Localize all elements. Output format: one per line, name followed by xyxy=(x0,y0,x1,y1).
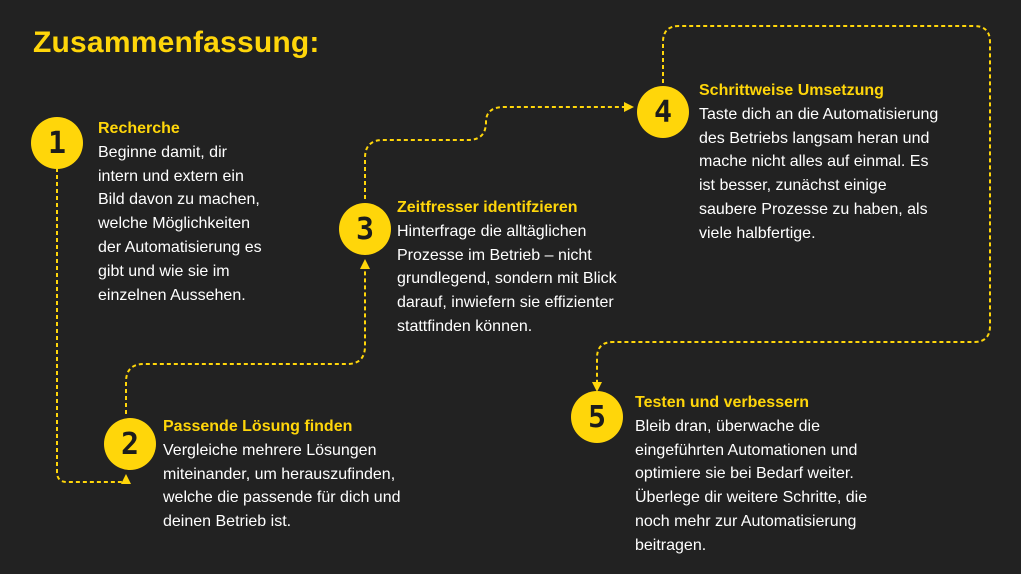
connector-3-to-4 xyxy=(364,102,634,199)
step-number-badge-4: 4 xyxy=(637,86,689,138)
step-number-3: 3 xyxy=(355,211,375,247)
step-schrittweise-umsetzung: Schrittweise Umsetzung Taste dich an die… xyxy=(699,79,1004,246)
step-number-badge-3: 3 xyxy=(339,203,391,255)
step-description: Vergleiche mehrere Lösungen miteinander,… xyxy=(163,441,401,531)
step-description: Taste dich an die Automatisierung des Be… xyxy=(699,105,939,242)
step-description: Bleib dran, überwache die eingeführten A… xyxy=(635,417,868,554)
step-passende-loesung: Passende Lösung finden Vergleiche mehrer… xyxy=(163,415,473,534)
step-number-2: 2 xyxy=(120,426,140,462)
step-title: Passende Lösung finden xyxy=(163,418,353,435)
step-recherche: Recherche Beginne damit, dir intern und … xyxy=(98,117,328,307)
connector-2-to-3 xyxy=(125,259,370,414)
step-testen-verbessern: Testen und verbessern Bleib dran, überwa… xyxy=(635,391,935,558)
connector-1-to-2 xyxy=(56,168,131,485)
step-number-badge-5: 5 xyxy=(571,391,623,443)
page-title: Zusammenfassung: xyxy=(33,26,320,59)
step-title: Testen und verbessern xyxy=(635,394,809,411)
step-zeitfresser: Zeitfresser identifzieren Hinterfrage di… xyxy=(397,196,697,339)
step-title: Schrittweise Umsetzung xyxy=(699,82,884,99)
step-description: Hinterfrage die alltäglichen Prozesse im… xyxy=(397,222,617,335)
step-number-4: 4 xyxy=(653,94,673,130)
step-title: Recherche xyxy=(98,120,180,137)
step-description: Beginne damit, dir intern und extern ein… xyxy=(98,143,262,304)
step-number-badge-2: 2 xyxy=(104,418,156,470)
step-number-5: 5 xyxy=(587,399,607,435)
step-number-badge-1: 1 xyxy=(31,117,83,169)
step-number-1: 1 xyxy=(47,125,67,161)
step-title: Zeitfresser identifzieren xyxy=(397,199,578,216)
connector-4-to-5 xyxy=(592,25,991,392)
